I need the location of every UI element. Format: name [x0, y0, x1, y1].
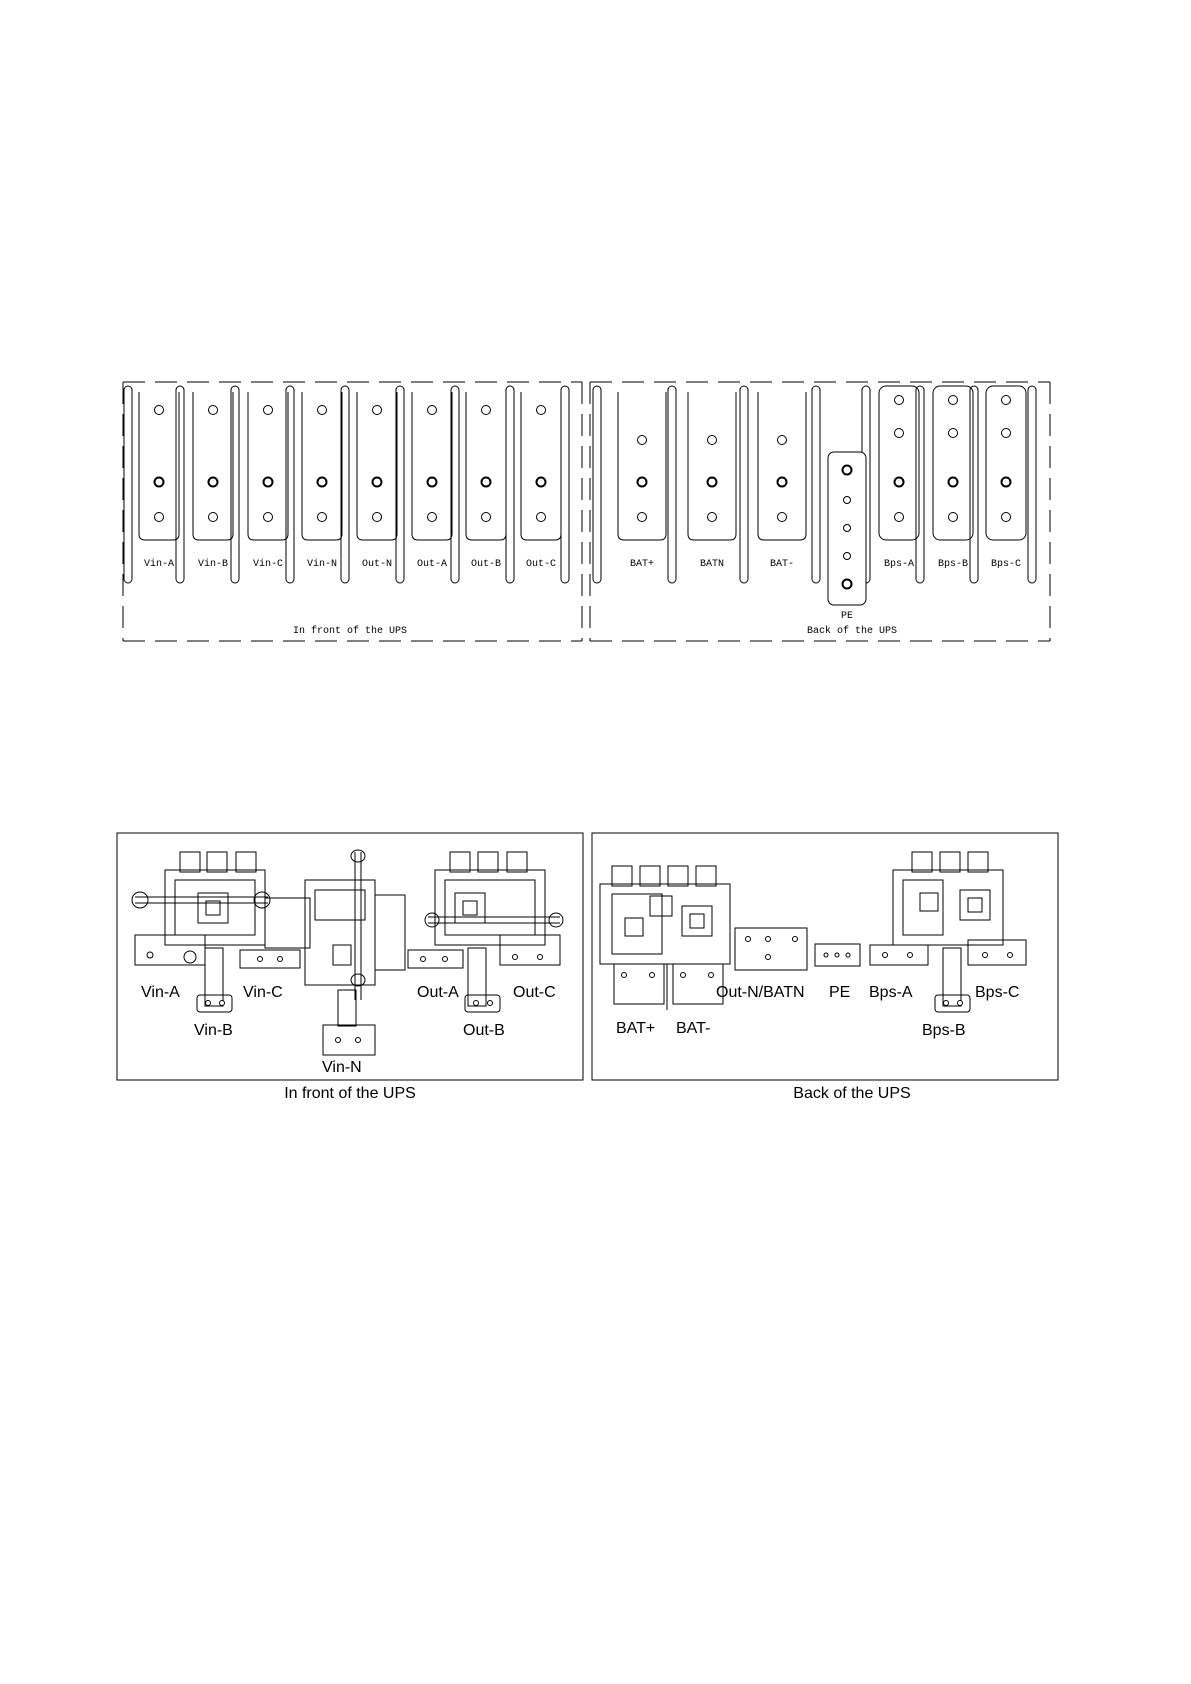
- label-bat-plus: BAT+: [616, 1020, 655, 1037]
- back-busbar: BAT-: [758, 392, 806, 570]
- front-busbar: Vin-C: [248, 392, 288, 570]
- label-vin-n: Vin-N: [322, 1059, 362, 1076]
- back-label: BATN: [700, 559, 724, 570]
- back-panel-caption: Back of the UPS: [793, 1085, 910, 1102]
- separator-plate: [593, 386, 601, 583]
- top-front-busbars: Vin-A Vin-B Vin-C Vin-N Out-N Out-A Out-B Out-C: [139, 392, 561, 570]
- front-label: Vin-A: [144, 558, 174, 570]
- front-label: Out-N: [362, 559, 392, 570]
- separator-plate: [916, 386, 924, 583]
- pe-busbar: PE: [828, 452, 866, 622]
- separator-plate: [124, 386, 132, 583]
- top-back-busbars: BAT+ BATN BAT-: [618, 392, 806, 570]
- out-n-batn-busbar: [735, 928, 807, 970]
- label-bat-minus: BAT-: [676, 1020, 710, 1037]
- front-busbar: Out-C: [521, 392, 561, 570]
- pe-label: PE: [841, 611, 853, 622]
- label-bps-a: Bps-A: [869, 984, 913, 1001]
- label-vin-b: Vin-B: [194, 1022, 233, 1039]
- separator-plate: [668, 386, 676, 583]
- battery-switch-drawing: [600, 866, 730, 1010]
- front-label: Vin-B: [198, 558, 228, 570]
- front-label: Out-B: [471, 559, 501, 570]
- label-out-b: Out-B: [463, 1022, 505, 1039]
- front-label: Vin-N: [307, 558, 337, 570]
- label-vin-c: Vin-C: [243, 984, 283, 1001]
- top-bypass-busbars: Bps-A Bps-B Bps-C: [879, 386, 1026, 570]
- separator-plate: [506, 386, 514, 583]
- front-busbar: Vin-A: [139, 392, 179, 570]
- pe-bar-drawing: [815, 944, 860, 966]
- bottom-switch-diagram: Vin-A Vin-C Vin-B Vin-N Out-A Out-C Out-…: [117, 833, 1058, 1102]
- back-label: BAT+: [630, 559, 654, 570]
- separator-plate: [970, 386, 978, 583]
- label-pe: PE: [829, 984, 850, 1001]
- top-enclosure-outline: [123, 382, 1050, 641]
- top-terminal-diagram: Vin-A Vin-B Vin-C Vin-N Out-N Out-A Out-B Out-C…: [123, 382, 1050, 641]
- separator-plate: [812, 386, 820, 583]
- separator-plate: [1028, 386, 1036, 583]
- bypass-busbar: Bps-C: [986, 386, 1026, 570]
- label-vin-a: Vin-A: [141, 984, 180, 1001]
- bypass-label: Bps-C: [991, 559, 1021, 570]
- separator-plate: [740, 386, 748, 583]
- front-busbar: Out-N: [357, 392, 397, 570]
- bypass-label: Bps-A: [884, 559, 914, 570]
- separator-plate: [231, 386, 239, 583]
- bypass-busbar: Bps-A: [879, 386, 919, 570]
- front-busbar: Out-B: [466, 392, 506, 570]
- front-busbar: Out-A: [412, 392, 452, 570]
- top-front-caption: In front of the UPS: [293, 625, 407, 637]
- front-label: Vin-C: [253, 558, 283, 570]
- front-busbar: Vin-N: [302, 392, 342, 570]
- top-back-caption: Back of the UPS: [807, 625, 897, 637]
- label-out-n-batn: Out-N/BATN: [716, 984, 805, 1001]
- bypass-busbar: Bps-B: [933, 386, 973, 570]
- back-busbar: BAT+: [618, 392, 666, 570]
- separator-plate: [561, 386, 569, 583]
- front-panel-caption: In front of the UPS: [284, 1085, 416, 1102]
- separator-plate: [176, 386, 184, 583]
- label-bps-b: Bps-B: [922, 1022, 966, 1039]
- front-label: Out-A: [417, 559, 447, 570]
- front-busbar: Vin-B: [193, 392, 233, 570]
- neutral-switch-drawing: [305, 850, 405, 1055]
- label-out-a: Out-A: [417, 984, 459, 1001]
- label-out-c: Out-C: [513, 984, 556, 1001]
- separator-plate: [286, 386, 294, 583]
- back-label: BAT-: [770, 559, 794, 570]
- back-busbar: BATN: [688, 392, 736, 570]
- front-label: Out-C: [526, 559, 556, 570]
- label-bps-c: Bps-C: [975, 984, 1019, 1001]
- bypass-label: Bps-B: [938, 559, 968, 570]
